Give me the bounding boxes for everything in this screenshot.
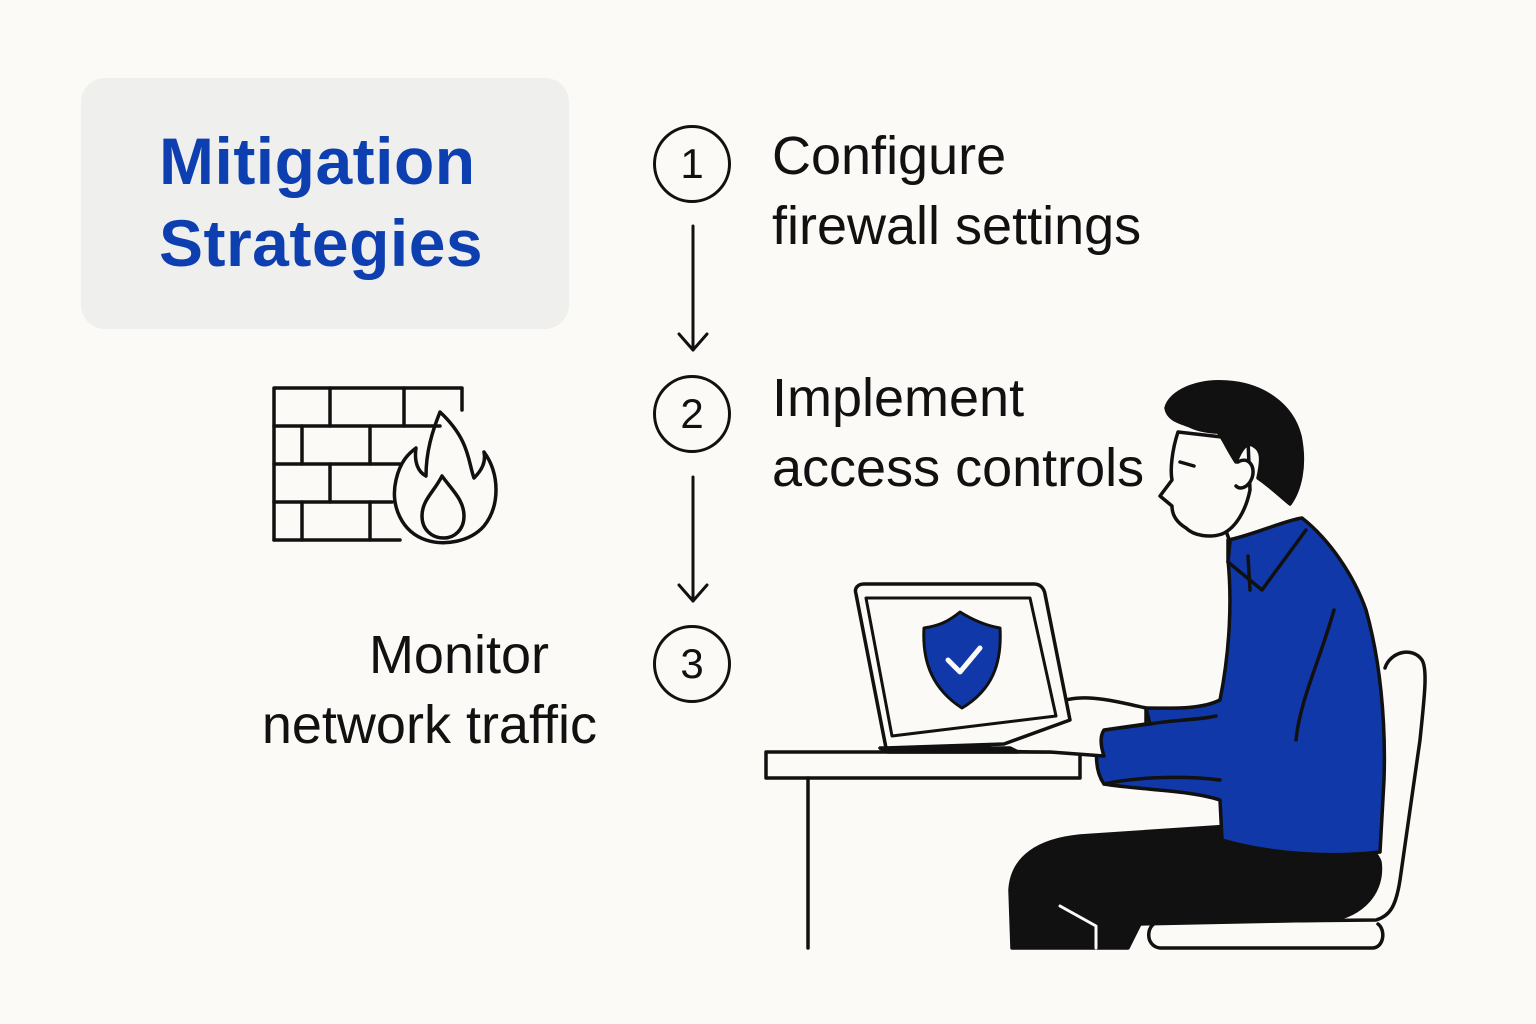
step-2-text: Implement access controls	[772, 363, 1144, 503]
step-1-line-1: Configure	[772, 126, 1007, 186]
step-1-line-2: firewall settings	[772, 196, 1142, 256]
hair	[1164, 380, 1305, 506]
title-line-1: Mitigation	[159, 124, 476, 198]
desk	[764, 750, 1082, 780]
step-2-line-1: Implement	[772, 368, 1025, 428]
step-3-number: 3	[653, 625, 731, 703]
step-3-line-1: Monitor	[368, 625, 549, 685]
title-card: Mitigation Strategies	[81, 78, 569, 329]
shield-check-icon	[922, 610, 1002, 710]
step-3-text: Monitor network traffic	[262, 620, 597, 760]
step-1-number: 1	[653, 125, 731, 203]
shirt	[1094, 516, 1387, 857]
title-line-2: Strategies	[159, 206, 484, 280]
step-2-line-2: access controls	[772, 438, 1145, 498]
step-3-line-2: network traffic	[261, 695, 597, 755]
face	[1158, 430, 1252, 538]
chair	[1147, 650, 1427, 950]
step-2-number: 2	[653, 375, 731, 453]
step-1-text: Configure firewall settings	[772, 121, 1141, 261]
